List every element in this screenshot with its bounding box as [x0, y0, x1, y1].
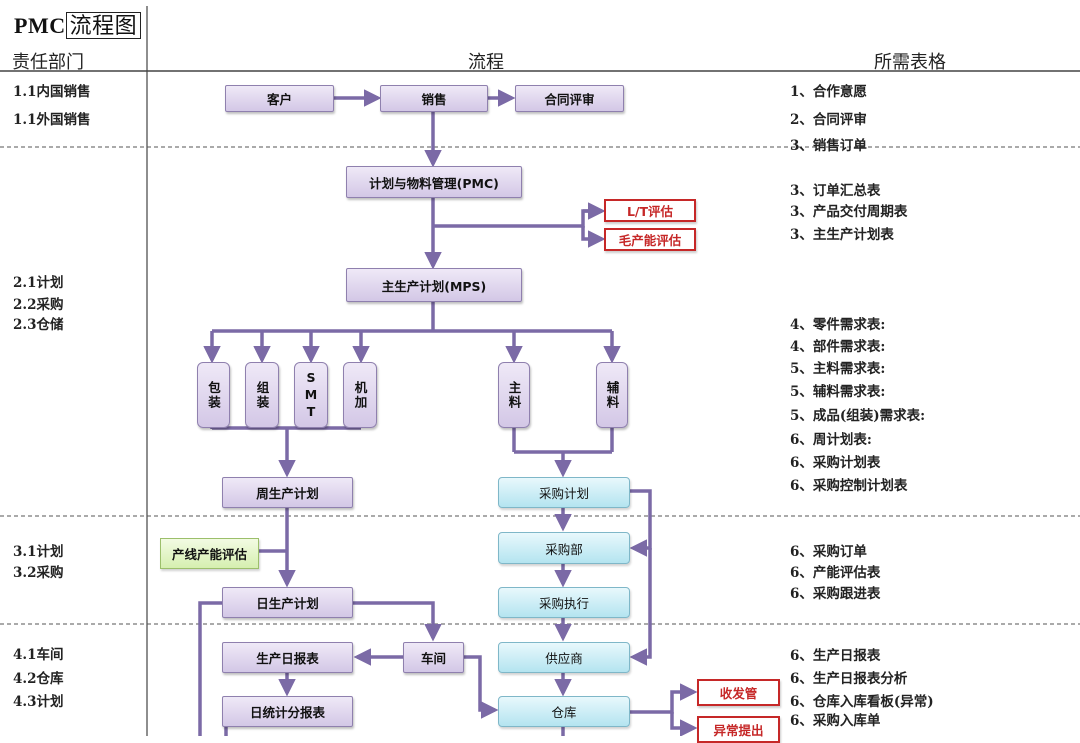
header-flow: 流程	[468, 52, 504, 73]
connector-workshop-warehouse	[464, 655, 499, 719]
form-item: 6、采购入库单	[790, 713, 881, 729]
form-item: 4、部件需求表:	[790, 339, 886, 355]
form-item: 3、销售订单	[790, 138, 867, 154]
form-item: 1、合作意愿	[790, 84, 867, 100]
connector-capacity-branch	[581, 226, 606, 248]
form-item: 6、产能评估表	[790, 565, 881, 581]
form-item: 6、生产日报表	[790, 648, 881, 664]
node-line-capacity: 产线产能评估	[160, 538, 259, 569]
dept-label-planning-3: 3.1计划	[13, 544, 64, 560]
form-item: 6、生产日报表分析	[790, 671, 908, 687]
node-weekly-plan: 周生产计划	[222, 477, 353, 508]
form-item: 5、辅料需求表:	[790, 384, 886, 400]
node-main-material: 主料	[498, 362, 530, 428]
form-item: 3、主生产计划表	[790, 227, 894, 243]
node-purchase-exec: 采购执行	[498, 587, 630, 618]
form-item: 3、订单汇总表	[790, 183, 881, 199]
connector-warehouse-exception	[670, 712, 698, 736]
node-receiving: 收发管	[697, 679, 780, 706]
node-workshop: 车间	[403, 642, 464, 673]
dept-label-warehouse: 4.2仓库	[13, 671, 64, 687]
dept-label-purchasing: 2.2采购	[13, 297, 64, 313]
node-packing: 包装	[197, 362, 230, 428]
node-assembly: 组装	[245, 362, 279, 428]
form-item: 6、仓库入库看板(异常)	[790, 694, 934, 710]
node-contract-review: 合同评审	[515, 85, 624, 112]
node-capacity-eval: 毛产能评估	[604, 228, 696, 251]
form-item: 6、采购订单	[790, 544, 867, 560]
form-item: 3、产品交付周期表	[790, 204, 908, 220]
form-item: 6、采购跟进表	[790, 586, 881, 602]
dept-label-domestic-sales: 1.1内国销售	[13, 84, 91, 100]
dept-label-planning: 2.1计划	[13, 275, 64, 291]
node-daily-report: 生产日报表	[222, 642, 353, 673]
header-forms: 所需表格	[874, 52, 946, 73]
node-purchase-dept: 采购部	[498, 532, 630, 564]
node-customer: 客户	[225, 85, 334, 112]
form-item: 2、合同评审	[790, 112, 867, 128]
connector-left-loop	[198, 601, 222, 736]
node-pmc: 计划与物料管理(PMC)	[346, 166, 522, 198]
node-sales: 销售	[380, 85, 488, 112]
node-machining: 机加	[343, 362, 377, 428]
node-purchase-plan: 采购计划	[498, 477, 630, 508]
title-boxed: 流程图	[65, 12, 142, 39]
connector-warehouse-loop	[629, 548, 652, 666]
node-lt-eval: L/T评估	[604, 199, 696, 222]
form-item: 6、采购控制计划表	[790, 478, 908, 494]
node-supplier: 供应商	[498, 642, 630, 673]
connector-daily-workshop	[353, 601, 442, 642]
connector-pmc-evals	[433, 209, 601, 228]
dept-label-purchasing-3: 3.2采购	[13, 565, 64, 581]
node-aux-material: 辅料	[596, 362, 628, 428]
dept-label-planning-4: 4.3计划	[13, 694, 64, 710]
form-item: 6、采购计划表	[790, 455, 881, 471]
connector-warehouse-receiving	[630, 683, 698, 714]
node-mps: 主生产计划(MPS)	[346, 268, 522, 302]
node-smt: SMT	[294, 362, 328, 428]
node-daily-stats: 日统计分报表	[222, 696, 353, 727]
form-item: 4、零件需求表:	[790, 317, 886, 333]
dept-label-foreign-sales: 1.1外国销售	[13, 112, 91, 128]
node-warehouse: 仓库	[498, 696, 630, 727]
header-department: 责任部门	[12, 52, 84, 73]
dept-label-storage: 2.3仓储	[13, 317, 64, 333]
title-latin: PMC	[14, 13, 66, 38]
form-item: 6、周计划表:	[790, 432, 872, 448]
dept-label-workshop: 4.1车间	[13, 647, 64, 663]
node-daily-plan: 日生产计划	[222, 587, 353, 618]
form-item: 5、主料需求表:	[790, 361, 886, 377]
form-item: 5、成品(组装)需求表:	[790, 408, 926, 424]
connector-plan-loop	[629, 489, 652, 557]
node-exception: 异常提出	[697, 716, 780, 743]
